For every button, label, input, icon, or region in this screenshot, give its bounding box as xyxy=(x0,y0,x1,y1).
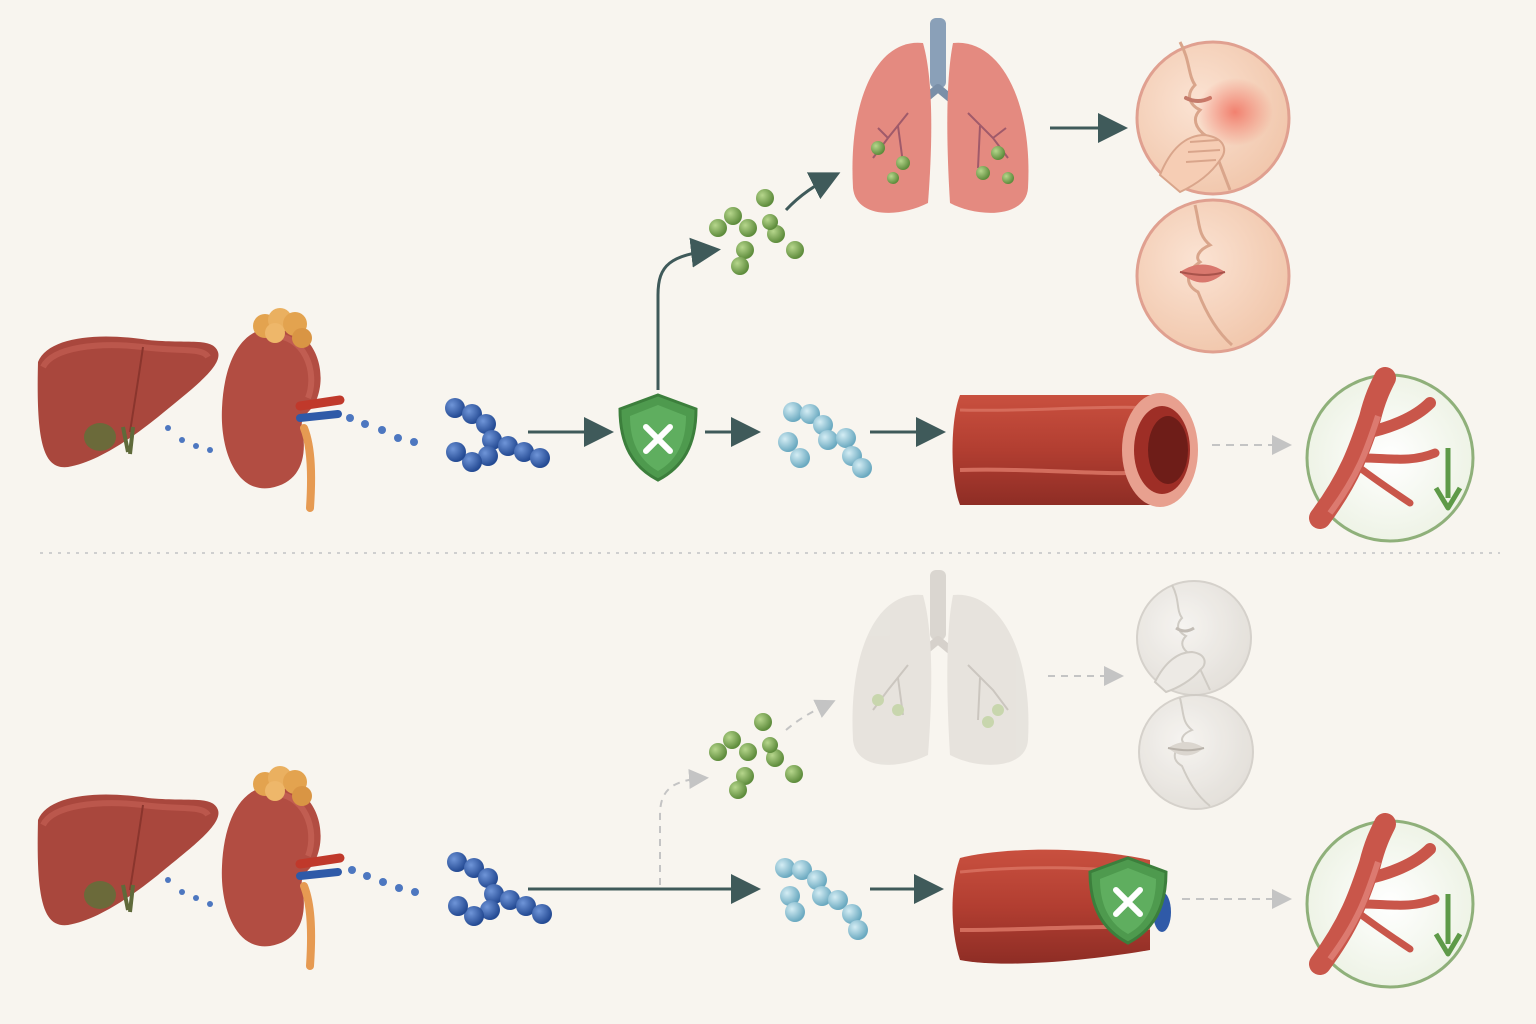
lungs-icon xyxy=(852,18,1028,213)
pathway-upper xyxy=(38,18,1473,541)
lungs-icon xyxy=(852,570,1028,765)
light-blue-beads-icon xyxy=(778,402,872,478)
arrow-faded-to-lungs xyxy=(785,699,836,731)
face-lips-icon xyxy=(1138,694,1254,810)
blue-bead-chain-icon xyxy=(447,852,552,926)
kidney-icon xyxy=(222,766,340,966)
light-blue-beads-icon xyxy=(775,858,868,940)
pathway-lower xyxy=(38,570,1473,987)
green-particles-icon xyxy=(709,189,804,275)
kidney-icon xyxy=(222,308,340,508)
liver-icon xyxy=(38,794,219,925)
face-throat-discomfort-icon xyxy=(1136,580,1252,696)
blue-bead-chain-icon xyxy=(445,398,550,472)
green-particles-icon xyxy=(709,713,803,799)
arrow-faded-up xyxy=(659,768,709,885)
face-lips-icon xyxy=(1135,198,1291,354)
face-throat-discomfort-icon xyxy=(1135,40,1291,196)
green-shield-x-icon xyxy=(620,395,696,480)
blood-vessel-icon xyxy=(952,393,1198,507)
small-blue-dots xyxy=(165,414,418,453)
arrow-shield-up xyxy=(656,237,721,390)
small-blue-dots xyxy=(165,866,419,907)
vessel-branch-down-arrow-icon xyxy=(1307,821,1473,987)
liver-icon xyxy=(38,336,219,467)
arrow-particles-to-lungs xyxy=(784,172,841,212)
vessel-branch-down-arrow-icon xyxy=(1307,375,1473,541)
